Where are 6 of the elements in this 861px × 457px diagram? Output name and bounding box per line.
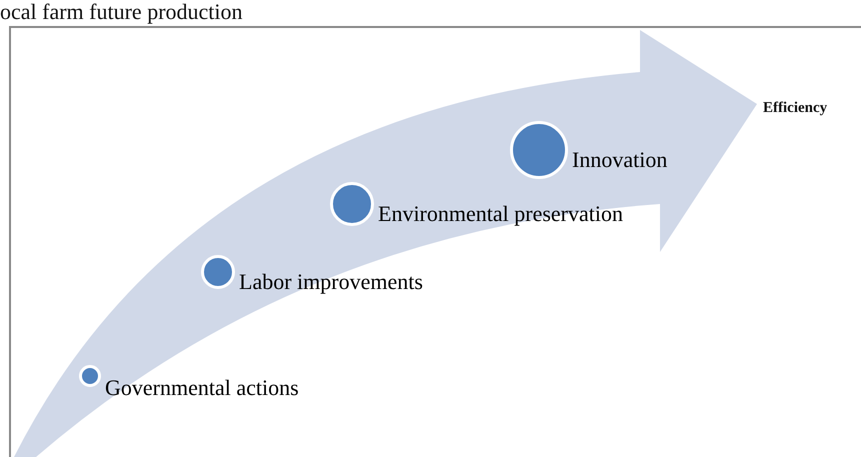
- title: ocal farm future production: [0, 0, 243, 24]
- step-label: Innovation: [572, 147, 668, 173]
- step-label: Labor improvements: [239, 269, 423, 295]
- step-label: Environmental preservation: [378, 201, 623, 227]
- step-label: Governmental actions: [105, 375, 299, 401]
- goal-label: Efficiency: [763, 100, 828, 117]
